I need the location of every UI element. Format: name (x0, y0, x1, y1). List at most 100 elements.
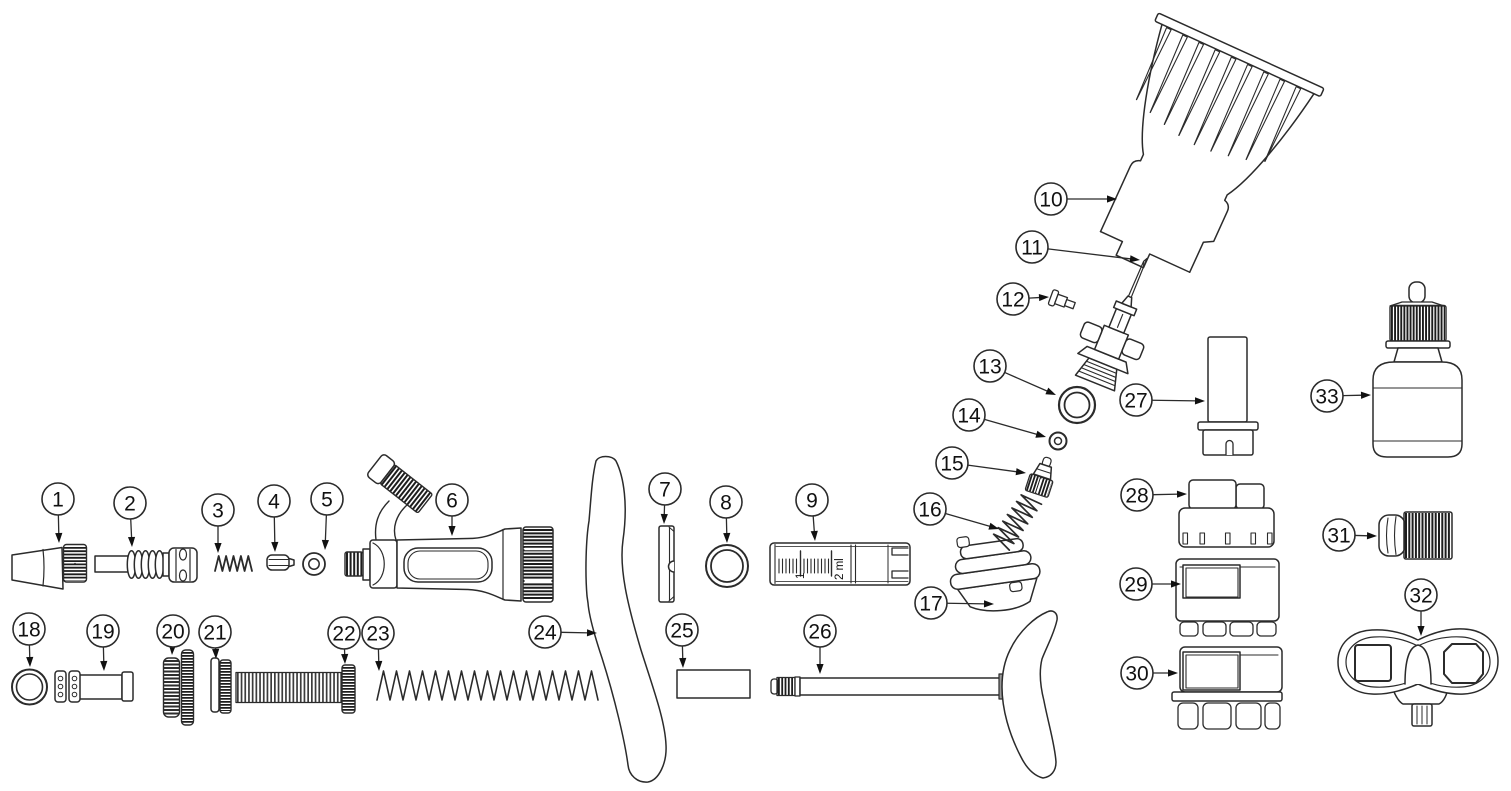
callout-circle (1119, 383, 1153, 417)
callout-arrowhead (1366, 532, 1377, 540)
callout-circle (41, 482, 75, 516)
callout-arrowhead (271, 541, 279, 552)
part-needle-guard (1099, 12, 1325, 273)
part-latch-plate (658, 525, 675, 603)
callout-arrowhead (1045, 387, 1056, 395)
part-o-ring-tiny (1048, 431, 1068, 451)
callout-circle (1322, 518, 1356, 552)
callout-arrowhead (212, 648, 220, 659)
callout-arrowhead (448, 526, 456, 536)
callout-circle (198, 615, 232, 649)
callout-circle (1404, 578, 1438, 612)
callout-30: 30 (1120, 656, 1178, 690)
callout-leader-line (983, 418, 1039, 436)
callout-circle (201, 493, 235, 527)
callout-circle (310, 482, 344, 516)
callout-arrowhead (127, 536, 136, 547)
callout-22: 22 (327, 616, 361, 664)
part-trigger-lever (585, 455, 667, 783)
part-valve-pin (266, 554, 295, 571)
callout-arrowhead (810, 530, 818, 541)
callout-circle (1015, 230, 1049, 264)
part-t-handle (1001, 610, 1058, 779)
callout-leader-line (1047, 248, 1133, 260)
callout-number: 14 (957, 405, 981, 428)
callout-arrowhead (214, 543, 222, 553)
callout-number: 13 (978, 356, 1001, 379)
callout-circle (1120, 656, 1154, 690)
callout-number: 16 (918, 499, 941, 522)
callout-10: 10 (1034, 182, 1117, 216)
callout-circle (795, 483, 829, 517)
callout-number: 21 (203, 622, 226, 645)
callout-number: 28 (1125, 485, 1148, 508)
callout-arrowhead (1360, 391, 1371, 399)
part-bellows (949, 536, 1041, 612)
callout-13: 13 (973, 349, 1056, 395)
callout-arrowhead (816, 664, 824, 674)
callout-number: 8 (720, 492, 732, 515)
part-o-ring-large (1057, 385, 1097, 425)
part-medicine-bottle (1372, 281, 1463, 458)
callout-arrowhead (586, 629, 597, 637)
callout-circle (665, 613, 699, 647)
callout-number: 9 (806, 490, 818, 513)
callout-circle (327, 616, 361, 650)
callout-3: 3 (201, 493, 235, 553)
callout-arrowhead (1176, 490, 1187, 498)
part-draw-off-cap (1378, 511, 1453, 560)
callout-number: 3 (212, 500, 224, 523)
callout-circle (257, 484, 291, 518)
callout-circle (973, 349, 1007, 383)
callout-arrowhead (679, 657, 687, 668)
callout-leader-line (1028, 296, 1042, 299)
callout-circle (435, 483, 469, 517)
part-graduated-barrel: 1 2 ml (769, 542, 911, 586)
callout-number: 23 (366, 623, 389, 646)
callout-arrowhead (26, 656, 34, 667)
scale-label-1: 1 (795, 573, 807, 579)
callout-29: 29 (1119, 567, 1181, 601)
callout-arrowhead (1417, 626, 1425, 636)
part-adapter-cap (1178, 479, 1275, 548)
callout-arrowhead (1194, 397, 1205, 405)
part-bottle-mount-b (1171, 646, 1283, 730)
callout-leader-line (944, 512, 992, 528)
part-washer-knurled-nut (210, 657, 232, 714)
callout-circle (156, 614, 190, 648)
callout-leader-line (130, 518, 133, 540)
callout-arrowhead (1129, 255, 1140, 263)
part-needle (1127, 257, 1148, 298)
callout-number: 31 (1327, 525, 1350, 548)
callout-number: 18 (17, 619, 40, 642)
callout-arrowhead (1171, 580, 1181, 588)
callout-arrowhead (1107, 195, 1117, 203)
callout-32: 32 (1404, 578, 1438, 636)
callout-6: 6 (435, 483, 469, 536)
callout-circle (709, 485, 743, 519)
part-main-spring (376, 670, 599, 701)
callout-number: 5 (321, 489, 333, 512)
callout-circle (361, 616, 395, 650)
callout-number: 20 (161, 621, 184, 644)
callout-number: 24 (533, 622, 557, 645)
part-plunger-spring-small (214, 555, 253, 572)
part-plunger-barrel (54, 670, 134, 703)
callout-5: 5 (310, 482, 344, 550)
callout-leader-line (560, 631, 590, 634)
callout-circle (935, 446, 969, 480)
callout-number: 22 (332, 623, 355, 646)
callout-number: 7 (659, 479, 671, 502)
callout-arrowhead (1168, 669, 1178, 677)
callout-leader-line (273, 516, 276, 545)
callout-leader-line (812, 515, 816, 534)
callout-number: 26 (808, 621, 831, 644)
part-valve-body (94, 547, 198, 583)
callout-circle (12, 612, 46, 646)
part-wing-key (1337, 628, 1499, 727)
part-slide-block (676, 669, 751, 699)
callout-number: 19 (91, 621, 114, 644)
callout-26: 26 (803, 614, 837, 674)
callout-circle (86, 614, 120, 648)
callout-circle (1310, 379, 1344, 413)
